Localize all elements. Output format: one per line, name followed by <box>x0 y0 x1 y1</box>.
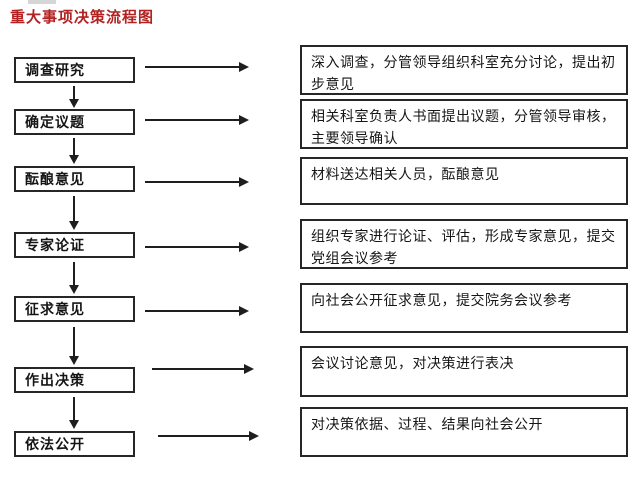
step-box-zhengqiuyijian: 征求意见 <box>14 296 135 322</box>
step-box-yifagongkai: 依法公开 <box>14 431 135 457</box>
scan-artifact <box>28 0 56 4</box>
step-box-quedingyiti: 确定议题 <box>14 109 135 135</box>
step-detail-box: 对决策依据、过程、结果向社会公开 <box>300 407 628 457</box>
right-arrow-icon <box>158 431 259 441</box>
flowchart-title: 重大事项决策流程图 <box>10 9 155 26</box>
down-arrow-icon <box>69 397 79 429</box>
step-box-yunniangyijian: 酝酿意见 <box>14 166 135 192</box>
down-arrow-icon <box>69 327 79 365</box>
right-arrow-icon <box>152 364 254 374</box>
step-box-zhuanjialunzheng: 专家论证 <box>14 232 135 258</box>
right-arrow-icon <box>145 242 249 252</box>
right-arrow-icon <box>145 306 249 316</box>
step-detail-box: 相关科室负责人书面提出议题，分管领导审核，主要领导确认 <box>300 99 628 149</box>
step-box-zuochujuece: 作出决策 <box>14 367 135 393</box>
right-arrow-icon <box>145 115 249 125</box>
down-arrow-icon <box>69 196 79 230</box>
step-detail-box: 深入调查，分管领导组织科室充分讨论，提出初步意见 <box>300 45 628 95</box>
step-detail-box: 材料送达相关人员，酝酿意见 <box>300 157 628 205</box>
down-arrow-icon <box>69 138 79 164</box>
down-arrow-icon <box>69 262 79 294</box>
step-box-diaoyanyanjiu: 调查研究 <box>14 57 135 83</box>
step-detail-box: 会议讨论意见，对决策进行表决 <box>300 346 628 397</box>
step-detail-box: 向社会公开征求意见，提交院务会议参考 <box>300 283 628 333</box>
step-detail-box: 组织专家进行论证、评估，形成专家意见，提交党组会议参考 <box>300 219 628 269</box>
right-arrow-icon <box>145 177 249 187</box>
down-arrow-icon <box>69 86 79 108</box>
right-arrow-icon <box>145 62 249 72</box>
